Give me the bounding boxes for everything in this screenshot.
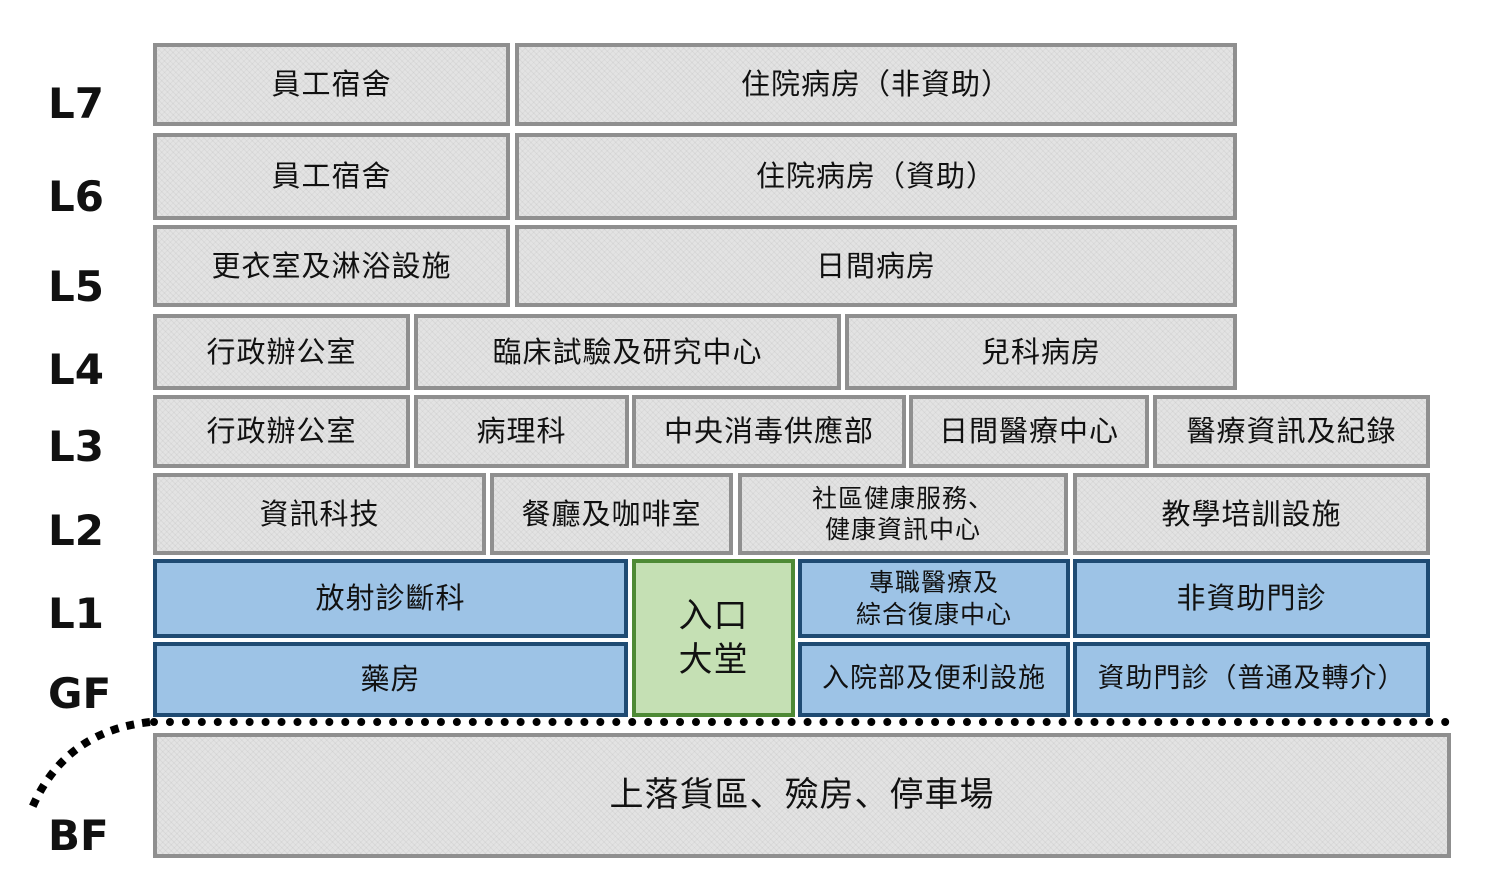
l2-restaurant-and-cafe: 餐廳及咖啡室 [490,473,733,555]
l4-paediatric-ward: 兒科病房 [845,314,1237,390]
l2-community-health-services: 社區健康服務、 健康資訊中心 [738,473,1068,555]
floor-label-bf: BF [48,811,109,860]
l3-day-medical-centre: 日間醫療中心 [909,395,1149,468]
l4-clinical-trial-and-research-centre: 臨床試驗及研究中心 [414,314,841,390]
l5-day-ward: 日間病房 [515,225,1237,307]
l7-staff-quarters: 員工宿舍 [153,43,510,126]
l3-administration-office: 行政辦公室 [153,395,410,468]
floor-label-l1: L1 [48,589,104,638]
entrance-lobby: 入口 大堂 [632,559,795,717]
l6-inpatient-ward-subsidised: 住院病房（資助） [515,133,1237,220]
floor-label-l4: L4 [48,345,104,394]
gf-admission-and-amenities: 入院部及便利設施 [798,642,1070,717]
l6-staff-quarters: 員工宿舍 [153,133,510,220]
l2-teaching-and-training-facilities: 教學培訓設施 [1073,473,1430,555]
floor-label-l6: L6 [48,172,104,221]
l1-non-subsidised-clinic: 非資助門診 [1073,559,1430,638]
floor-label-gf: GF [48,669,112,718]
bf-loading-mortuary-carpark: 上落貨區、殮房、停車場 [153,733,1451,858]
l4-administration-office: 行政辦公室 [153,314,410,390]
ground-level-line [150,718,1450,726]
l1-allied-health-and-rehabilitation-centre: 專職醫療及 綜合復康中心 [798,559,1070,638]
l2-information-technology: 資訊科技 [153,473,486,555]
floor-label-l7: L7 [48,79,104,128]
floor-label-l2: L2 [48,506,104,555]
l3-central-sterile-supply: 中央消毒供應部 [632,395,906,468]
gf-subsidised-clinic: 資助門診（普通及轉介） [1073,642,1430,717]
l3-pathology: 病理科 [414,395,629,468]
l3-medical-information-and-records: 醫療資訊及紀錄 [1153,395,1430,468]
floor-label-l3: L3 [48,422,104,471]
l1-diagnostic-radiology: 放射診斷科 [153,559,628,638]
gf-pharmacy: 藥房 [153,642,628,717]
l5-changing-and-shower-facilities: 更衣室及淋浴設施 [153,225,510,307]
floor-label-l5: L5 [48,262,104,311]
l7-inpatient-ward-non-subsidised: 住院病房（非資助） [515,43,1237,126]
